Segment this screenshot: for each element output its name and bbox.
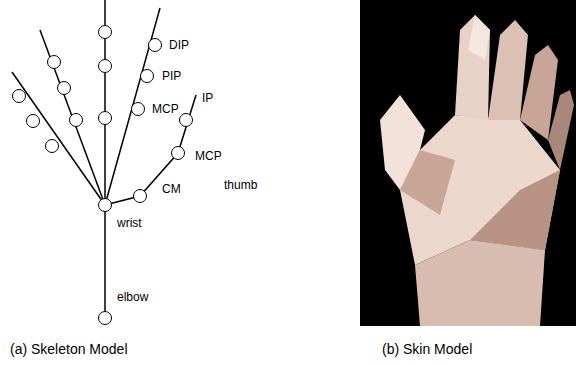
finger-label: thumb bbox=[224, 179, 257, 191]
joint-label: PIP bbox=[162, 70, 181, 82]
joint-label: MCP bbox=[195, 150, 222, 162]
skeleton-joints bbox=[13, 26, 193, 325]
skin-model bbox=[360, 0, 576, 326]
joint-label: IP bbox=[202, 92, 213, 104]
figure-caption: (b) Skin Model bbox=[382, 342, 472, 356]
skeleton-bones bbox=[12, 0, 196, 318]
joint-label: wrist bbox=[117, 217, 142, 229]
joint-label: MCP bbox=[152, 103, 179, 115]
joint-label: CM bbox=[162, 183, 181, 195]
joint-label: elbow bbox=[117, 291, 148, 303]
joint-label: DIP bbox=[169, 39, 189, 51]
figure-caption: (a) Skeleton Model bbox=[10, 342, 128, 356]
